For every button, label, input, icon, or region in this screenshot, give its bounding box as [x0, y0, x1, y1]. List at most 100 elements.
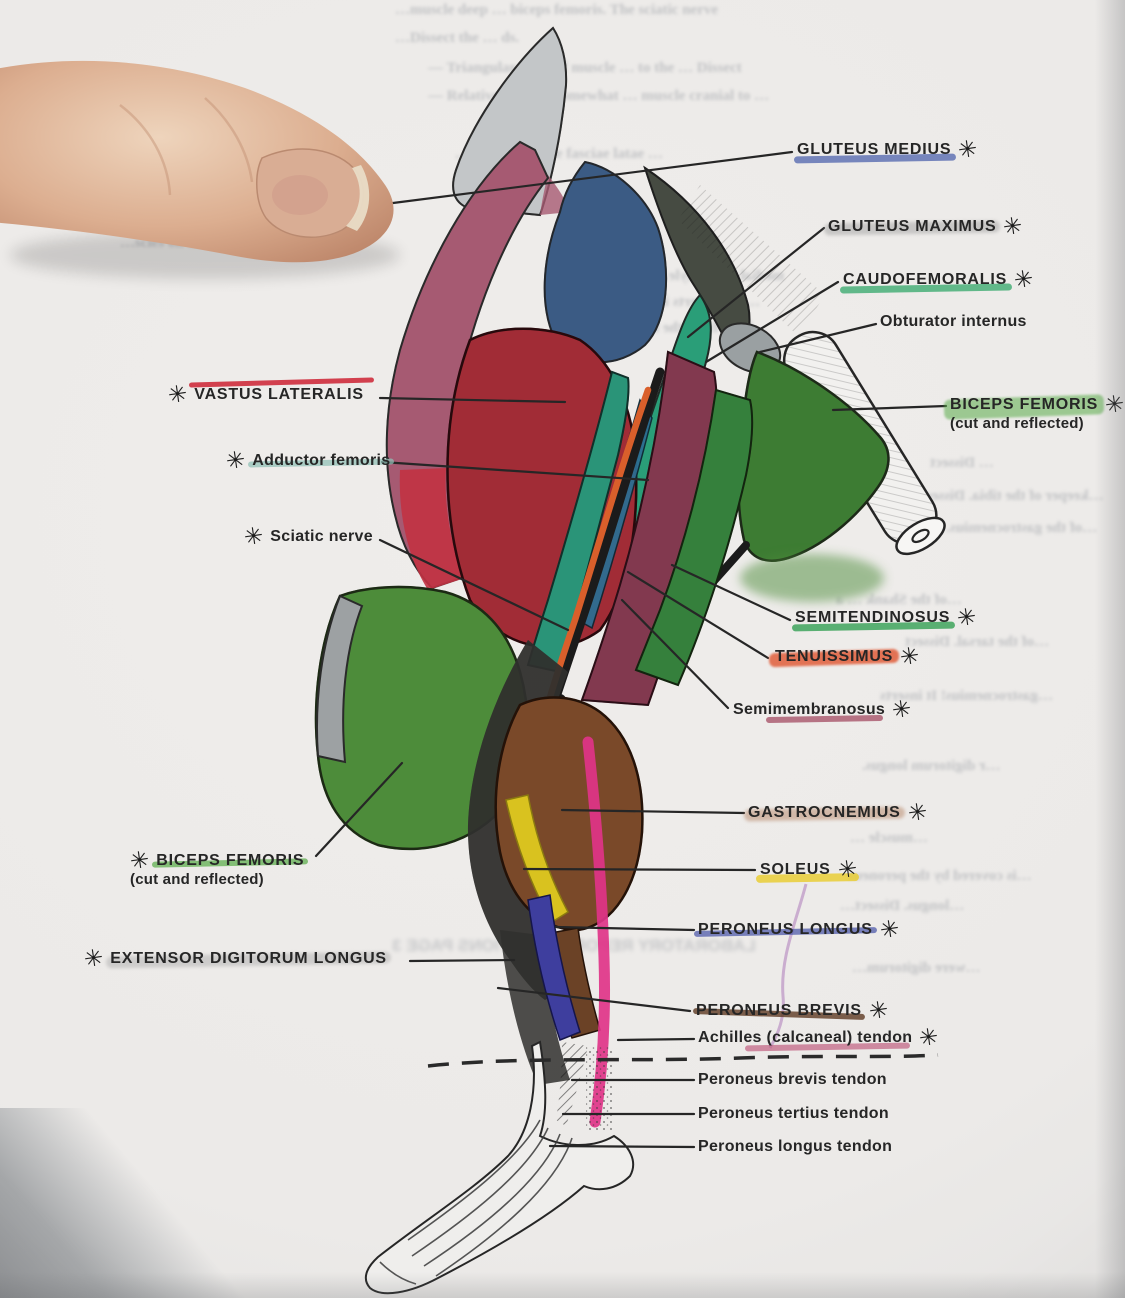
leader-lines — [314, 150, 948, 1149]
star-marker-icon: ✳ — [867, 996, 890, 1026]
star-marker-icon: ✳ — [224, 446, 247, 476]
label-peroneus-longus: PERONEUS LONGUS✳ — [693, 915, 901, 945]
label-extensor-digitorum-longus: ✳EXTENSOR DIGITORUM LONGUS — [82, 944, 391, 974]
label-gluteus-medius: GLUTEUS MEDIUS✳ — [793, 136, 979, 164]
leader-line-sciatic-nerve — [378, 538, 570, 632]
leader-line-gastrocnemius — [560, 808, 746, 815]
label-text: CAUDOFEMORALIS — [839, 271, 1013, 294]
label-text: Semimembranosus — [733, 701, 885, 724]
label-sciatic-nerve: ✳ Sciatic nerve — [242, 522, 373, 552]
star-marker-icon: ✳ — [877, 915, 901, 945]
foot-drawing — [364, 1040, 635, 1295]
leader-line-biceps-femoris-right — [831, 404, 948, 412]
leader-line-adductor-femoris — [380, 460, 650, 482]
label-gastrocnemius: GASTROCNEMIUS✳ — [743, 798, 929, 828]
highlight-mark — [791, 621, 956, 632]
highlight-mark — [768, 648, 900, 668]
purple-scribble — [768, 883, 808, 1049]
label-peroneus-longus-tendon: Peroneus longus tendon — [698, 1138, 892, 1156]
label-text: TENUISSIMUS — [768, 648, 900, 668]
label-obturator-internus: Obturator internus — [880, 313, 1027, 331]
label-text: GLUTEUS MEDIUS — [793, 141, 957, 164]
highlight-mark — [766, 714, 884, 724]
highlight-mark — [693, 927, 877, 937]
star-marker-icon: ✳ — [905, 798, 929, 828]
leader-line-tenuissimus — [626, 570, 770, 660]
leader-line-biceps-femoris-left — [314, 761, 404, 858]
highlight-mark — [692, 1008, 865, 1020]
knuckle-creases — [119, 97, 254, 196]
nail-bed-pink — [272, 175, 328, 215]
soleus-muscle — [505, 794, 569, 924]
highlight-mark — [189, 377, 374, 388]
leader-line-semitendinosus — [670, 563, 792, 622]
label-biceps-femoris-right: BICEPS FEMORIS✳(cut and reflected) — [943, 391, 1125, 432]
ghost-text-line: — Triangular mass of muscle … to the … D… — [428, 60, 742, 76]
leader-line-peroneus-brevis — [496, 986, 692, 1013]
ankle-hatching — [556, 1042, 588, 1126]
label-text: BICEPS FEMORIS — [943, 394, 1105, 420]
label-text: SOLEUS — [755, 861, 859, 883]
label-text: Peroneus tertius tendon — [698, 1105, 889, 1122]
star-marker-icon: ✳ — [1001, 212, 1025, 242]
star-marker-icon: ✳ — [898, 642, 922, 672]
label-text: Peroneus brevis tendon — [698, 1071, 887, 1088]
leader-line-gluteus-medius — [391, 150, 794, 205]
label-soleus: SOLEUS✳ — [755, 856, 859, 884]
highlight-mark — [248, 458, 395, 468]
label-semimembranosus: Semimembranosus✳ — [733, 696, 913, 724]
label-text: EXTENSOR DIGITORUM LONGUS — [106, 950, 391, 969]
label-text: GLUTEUS MAXIMUS — [823, 218, 1001, 236]
label-text: PERONEUS LONGUS — [693, 921, 877, 939]
fingernail — [256, 148, 365, 238]
star-marker-icon: ✳ — [82, 944, 105, 974]
semitendinosus-muscle — [634, 388, 754, 687]
label-tenuissimus: TENUISSIMUS✳ — [768, 642, 922, 672]
label-peroneus-brevis-tendon: Peroneus brevis tendon — [698, 1071, 887, 1089]
label-peroneus-tertius-tendon: Peroneus tertius tendon — [698, 1105, 889, 1123]
gluteus-medius-muscle — [543, 160, 668, 364]
label-achilles-tendon: Achilles (calcaneal) tendon✳ — [698, 1023, 941, 1053]
peroneus-longus-muscle — [527, 894, 581, 1041]
leader-line-obturator-internus — [758, 322, 878, 354]
leader-line-achilles-tendon — [616, 1037, 696, 1042]
highlight-mark — [743, 806, 905, 822]
leader-line-peroneus-longus-tendon — [548, 1144, 696, 1149]
label-text: PERONEUS BREVIS — [692, 1002, 865, 1020]
label-text: Sciatic nerve — [270, 528, 373, 545]
label-adductor-femoris: ✳Adductor femoris — [224, 446, 395, 476]
highlight-mark — [823, 220, 1001, 236]
star-marker-icon: ✳ — [1012, 265, 1036, 295]
label-caudofemoralis: CAUDOFEMORALIS✳ — [839, 265, 1036, 295]
highlight-mark — [106, 951, 391, 969]
label-biceps-femoris-left: ✳BICEPS FEMORIS(cut and reflected) — [128, 846, 309, 888]
star-marker-icon: ✳ — [917, 1023, 941, 1053]
star-marker-icon: ✳ — [128, 846, 151, 876]
leader-line-semimembranosus — [620, 598, 730, 710]
label-gluteus-maximus: GLUTEUS MAXIMUS✳ — [823, 212, 1025, 242]
label-text: GASTROCNEMIUS — [743, 804, 905, 822]
label-text: Peroneus longus tendon — [698, 1138, 893, 1155]
highlight-mark — [745, 1042, 911, 1052]
leader-line-soleus — [522, 867, 757, 872]
label-text: BICEPS FEMORIS — [152, 852, 309, 870]
ghost-text-line: …Dissect the … ds. — [395, 30, 520, 46]
leader-line-gluteus-maximus — [686, 226, 826, 339]
green-smudge — [740, 554, 884, 602]
label-text: VASTUS LATERALIS — [189, 377, 374, 404]
star-marker-icon: ✳ — [166, 380, 189, 410]
label-semitendinosus: SEMITENDINOSUS✳ — [791, 604, 978, 632]
leader-line-extensor-digitorum-longus — [408, 958, 516, 963]
label-peroneus-brevis: PERONEUS BREVIS✳ — [692, 996, 890, 1026]
leader-line-caudofemoralis — [704, 280, 840, 364]
extensor-digitorum-longus-drawing — [500, 930, 570, 1085]
leader-line-peroneus-longus — [554, 925, 696, 932]
label-text: Obturator internus — [880, 313, 1027, 330]
ghost-text-line: …muscle deep … biceps femoris. The sciat… — [395, 2, 719, 18]
star-marker-icon: ✳ — [242, 522, 265, 552]
label-text: Adductor femoris — [248, 452, 395, 470]
hip-band-drawing — [385, 140, 550, 590]
highlight-mark — [839, 283, 1013, 294]
